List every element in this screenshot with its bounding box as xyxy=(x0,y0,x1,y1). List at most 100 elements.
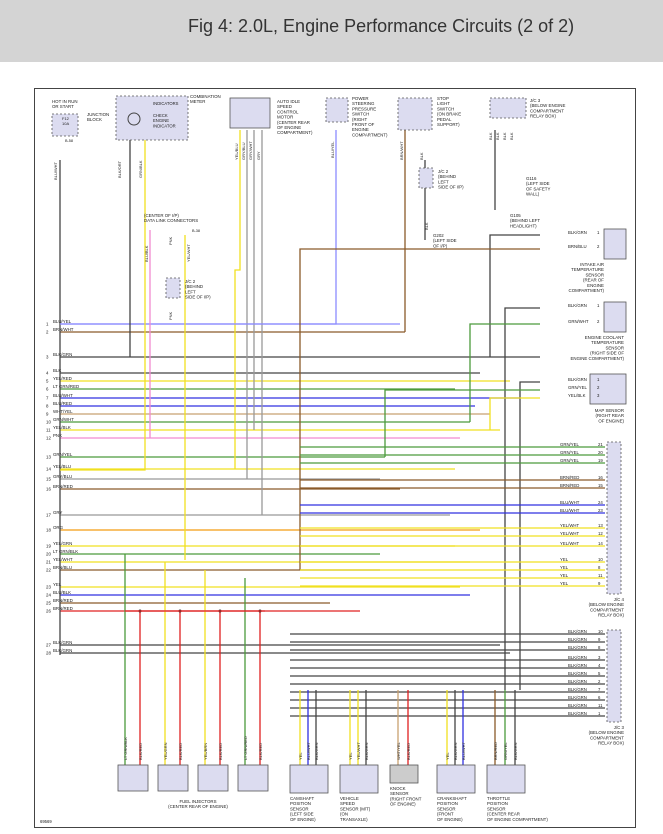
left-pin-label: PNK xyxy=(53,433,62,438)
jc3-pin-label: BLK/GRN xyxy=(568,703,587,708)
jc4-pin-number: 13 xyxy=(598,523,603,528)
stop-light-box xyxy=(397,97,433,131)
bottom-wire-label: BLK/GRN xyxy=(513,742,518,760)
left-pin-label: YEL/WHT xyxy=(53,557,73,562)
jc4-pin-number: 19 xyxy=(598,458,603,463)
sensor-pin-label: BRN/BLU xyxy=(568,244,587,249)
jc3-pin-label: BLK/GRN xyxy=(568,711,587,716)
jc4-pin-number: 8 xyxy=(598,565,601,570)
left-pin-number: 22 xyxy=(46,568,51,573)
left-pin-number: 24 xyxy=(46,593,51,598)
jc3-pin-label: BLK/GRN xyxy=(568,637,587,642)
wire-label: GRY xyxy=(256,151,261,160)
jc4-pin-label: GRN/YEL xyxy=(560,442,579,447)
left-pin-number: 26 xyxy=(46,609,51,614)
left-pin-label: YEL/BLU xyxy=(53,464,71,469)
jc3-pin-number: 2 xyxy=(598,679,601,684)
bottom-wire-label: BLK/RED xyxy=(218,743,223,760)
bottom-wire-label: BLU/WHT xyxy=(461,741,466,760)
left-pin-label: BRN/BLU xyxy=(53,565,72,570)
iat-wire-1 xyxy=(489,234,540,357)
check-engine-lamp xyxy=(127,112,141,126)
jc3-bottom-box xyxy=(606,629,622,723)
figure-id: 69569 xyxy=(40,819,52,824)
wire-label: BLK xyxy=(495,132,500,140)
left-pin-label: GRY/BLU xyxy=(53,474,72,479)
wire-label: BRN/WHT xyxy=(399,141,404,160)
data-link-label: (CENTER OF I/P)DATA LINK CONNECTORS xyxy=(144,213,198,223)
jc3-pin-label: BLK/GRN xyxy=(568,655,587,660)
left-pin-number: 12 xyxy=(46,436,51,441)
jc4-pin-number: 12 xyxy=(598,531,603,536)
left-pin-number: 14 xyxy=(46,467,51,472)
bottom-wire-label: YEL/WHT xyxy=(356,742,361,760)
jc3-pin-label: BLK/GRN xyxy=(568,671,587,676)
left-pin-label: BRN/RED xyxy=(53,598,73,603)
left-pin-number: 27 xyxy=(46,643,51,648)
title-bar xyxy=(0,0,663,62)
jc3-pin-number: 6 xyxy=(598,695,601,700)
left-pin-number: 7 xyxy=(46,396,49,401)
jc4-pin-number: 11 xyxy=(598,573,603,578)
bottom-wire-label: YEL/GRN xyxy=(163,742,168,760)
wire-label: BLU/YEL xyxy=(330,141,335,158)
left-pin-number: 17 xyxy=(46,513,51,518)
left-pin-number: 2 xyxy=(46,330,49,335)
left-pin-number: 6 xyxy=(46,387,49,392)
sensor-pin-label: BLK/GRN xyxy=(568,303,587,308)
vss-box xyxy=(339,764,379,794)
sensor-pin-label: GRN/WHT xyxy=(568,319,589,324)
wire-label: BLK xyxy=(424,222,429,230)
knock-box xyxy=(389,764,419,784)
left-pin-label: BLU/RED xyxy=(53,401,72,406)
iat-box xyxy=(603,228,627,260)
left-pin-label: BLU/BLK xyxy=(53,590,71,595)
jc4-pin-label: YEL/WHT xyxy=(560,531,579,536)
left-pin-number: 23 xyxy=(46,585,51,590)
bottom-wire-label: YEL xyxy=(445,752,450,760)
indicators-label: INDICATORS xyxy=(153,101,179,106)
jc3-pin-number: 10 xyxy=(598,629,603,634)
wire-label: PNK xyxy=(168,236,173,245)
sensor-pin-number: 1 xyxy=(597,230,600,235)
wire-label: BLU/WHT xyxy=(53,161,58,180)
wire-label: YEL/WHT xyxy=(186,244,191,262)
fuel-injectors-label: FUEL INJECTORS(CENTER REAR OF ENGINE) xyxy=(168,799,228,809)
ect-wire-1 xyxy=(504,307,540,690)
jc4-pin-label: BRN/RED xyxy=(560,483,579,488)
left-pin-label: BRN/RED xyxy=(53,484,73,489)
jc4-pin-label: GRN/YEL xyxy=(560,458,579,463)
wire-label: GRN/BLK xyxy=(138,160,143,178)
left-pin-number: 10 xyxy=(46,420,51,425)
left-pin-label: LT GRN/RED xyxy=(53,384,79,389)
wire-label: BLK xyxy=(419,152,424,160)
left-pin-label: YEL xyxy=(53,582,62,587)
left-pin-label: YEL/BLK xyxy=(53,425,71,430)
bottom-wire-label: BLK/RED xyxy=(178,743,183,760)
jc4-pin-number: 20 xyxy=(598,450,603,455)
fuse-box xyxy=(51,113,79,137)
jc4-pin-label: BRN/RED xyxy=(560,475,579,480)
jc4-pin-label: YEL/WHT xyxy=(560,541,579,546)
left-pin-label: BRN/RED xyxy=(53,606,73,611)
jc3-pin-label: BLK/GRN xyxy=(568,687,587,692)
bottom-wire-label: BRN/RED xyxy=(493,742,498,760)
sensor-pin-label: YEL/BLK xyxy=(568,393,586,398)
jc3-pin-label: BLK/GRN xyxy=(568,679,587,684)
left-pin-label: GRY xyxy=(53,510,63,515)
jc3-pin-number: 5 xyxy=(598,671,601,676)
idle-wire-a xyxy=(234,130,241,469)
bottom-wire-label: BLK/RED xyxy=(258,743,263,760)
jc2-left-box xyxy=(165,277,181,299)
